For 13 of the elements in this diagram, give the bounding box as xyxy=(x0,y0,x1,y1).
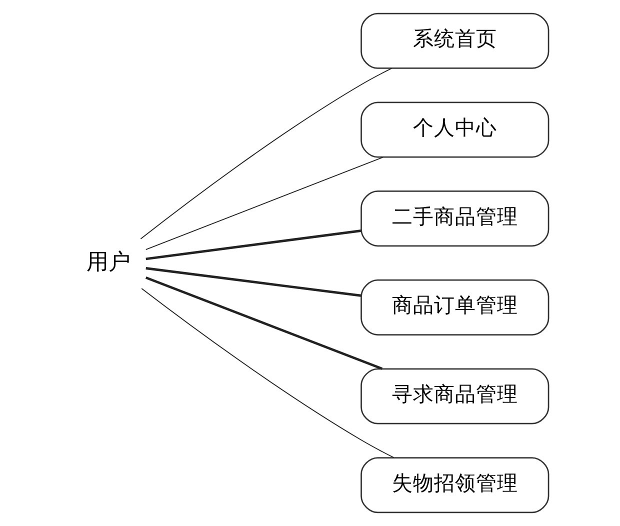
node-box: 商品订单管理 xyxy=(360,279,550,336)
node-box: 寻求商品管理 xyxy=(360,368,550,424)
connector xyxy=(140,68,392,240)
connector xyxy=(146,267,362,297)
node-box: 二手商品管理 xyxy=(360,190,550,247)
node-box: 系统首页 xyxy=(360,12,550,69)
node-box: 个人中心 xyxy=(360,102,550,158)
connector xyxy=(141,288,394,458)
connector xyxy=(146,230,362,260)
connector xyxy=(145,156,384,250)
connector xyxy=(145,276,383,370)
node-box: 失物招领管理 xyxy=(360,457,550,514)
node-text: 用户 xyxy=(86,250,130,275)
